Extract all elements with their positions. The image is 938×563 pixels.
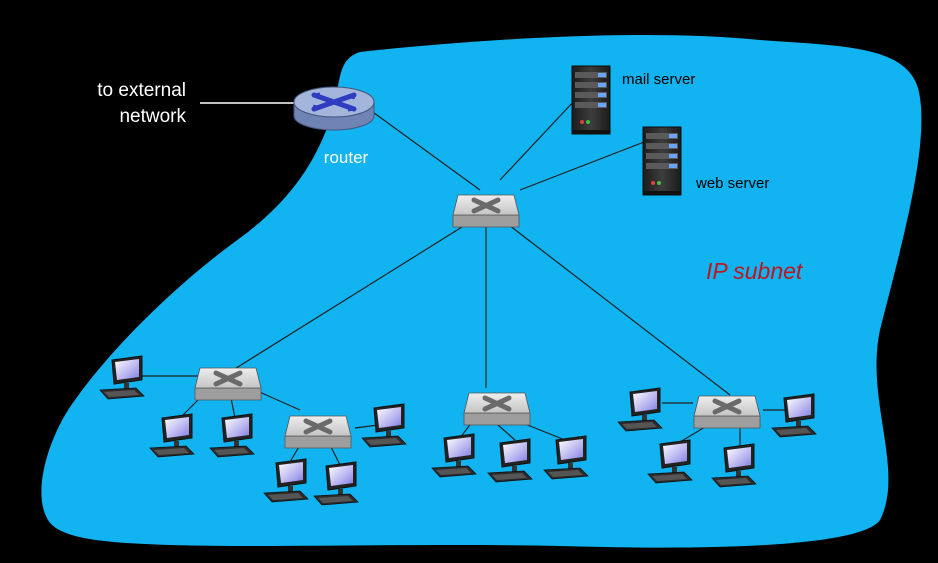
switch-icon	[195, 368, 261, 400]
server-icon	[571, 65, 611, 135]
external-network-label-line1: to external	[97, 80, 186, 101]
link-switch-web	[519, 141, 645, 191]
link-router-switch	[369, 109, 481, 191]
link-switch-left	[232, 221, 471, 371]
router-label: router	[324, 148, 369, 167]
ip-subnet-label: IP subnet	[706, 258, 804, 284]
link-switch-mail	[499, 99, 576, 181]
mail-server-label: mail server	[622, 71, 695, 88]
switch-icon	[694, 396, 760, 428]
link-switch-right	[504, 221, 731, 396]
switch-icon	[453, 195, 519, 227]
web-server-label: web server	[695, 175, 769, 192]
switch-icon	[464, 393, 530, 425]
external-network-label-line2: network	[119, 106, 186, 127]
router-icon	[293, 86, 375, 131]
server-icon	[642, 126, 682, 196]
switch-icon	[285, 416, 351, 448]
